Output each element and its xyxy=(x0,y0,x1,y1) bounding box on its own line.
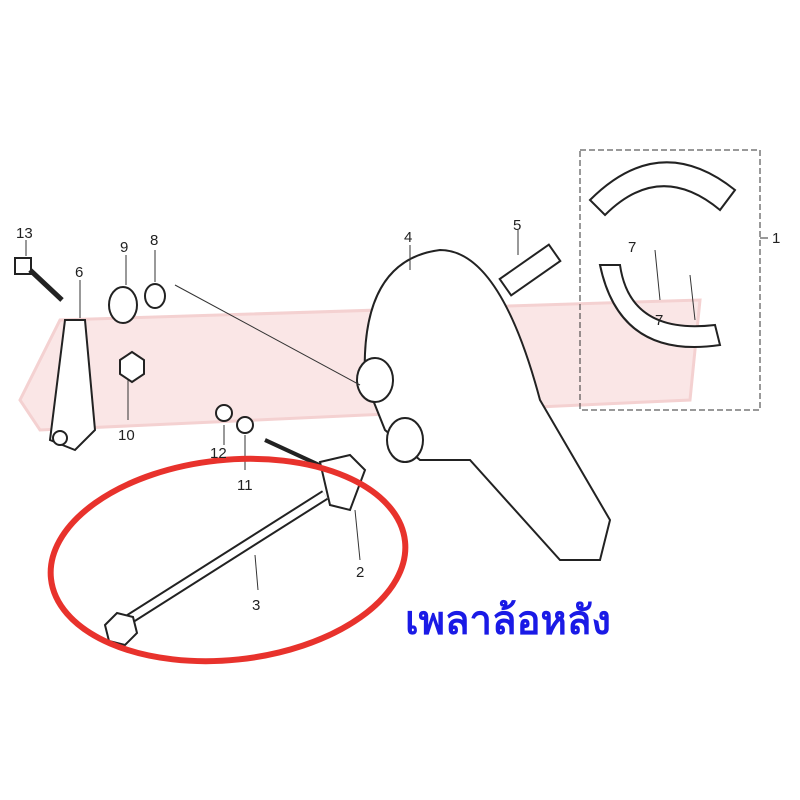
plate-9 xyxy=(108,286,138,324)
label-12: 12 xyxy=(210,445,227,462)
label-7a: 7 xyxy=(628,239,636,256)
washer-8 xyxy=(144,283,166,309)
label-3: 3 xyxy=(252,597,260,614)
label-11: 11 xyxy=(237,477,253,494)
label-5: 5 xyxy=(513,217,521,234)
brake-shoe-assembly xyxy=(579,149,768,411)
label-9: 9 xyxy=(120,239,128,256)
label-10: 10 xyxy=(118,427,135,444)
label-7b: 7 xyxy=(655,312,663,329)
rear-fork-arm xyxy=(174,245,612,561)
brake-cam xyxy=(498,230,562,297)
caption-rear-axle: เพลาล้อหลัง xyxy=(405,598,611,644)
label-2: 2 xyxy=(356,564,364,581)
label-4: 4 xyxy=(404,229,412,246)
label-6: 6 xyxy=(75,264,83,281)
nut-12 xyxy=(215,404,233,422)
nut-11 xyxy=(236,416,254,434)
label-13: 13 xyxy=(16,225,33,242)
highlight-circle xyxy=(47,455,409,665)
nut-10 xyxy=(119,350,145,384)
rear-axle xyxy=(103,490,328,647)
label-8: 8 xyxy=(150,232,158,249)
label-1: 1 xyxy=(772,230,780,247)
bolt-13 xyxy=(14,240,64,302)
torque-link xyxy=(48,280,97,452)
